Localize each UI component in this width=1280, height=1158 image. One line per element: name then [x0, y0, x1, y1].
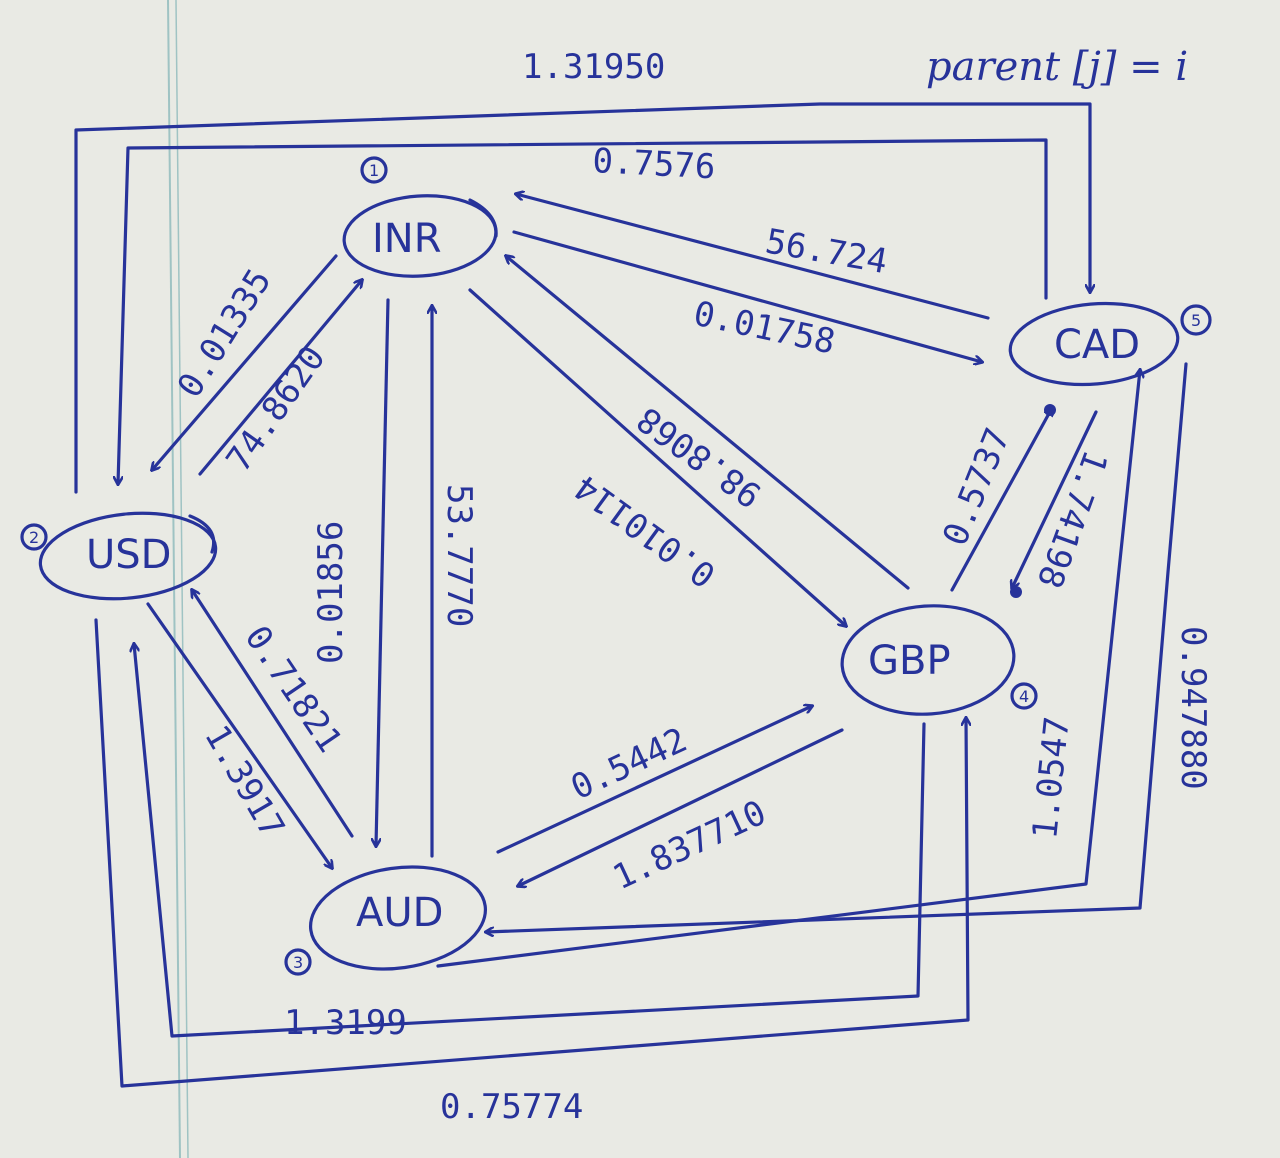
edge-inr-to-aud: 0.01856	[311, 298, 390, 846]
edge-label-usd-to-cad: 1.31950	[522, 47, 665, 87]
node-index-inr: 1	[369, 161, 379, 180]
node-label-gbp: GBP	[868, 638, 951, 684]
node-cad: CAD 5	[1008, 301, 1212, 387]
edge-usd-to-cad: 1.31950	[74, 47, 1090, 494]
edge-usd-to-gbp: 0.75774	[94, 618, 968, 1127]
node-usd: USD 2	[20, 511, 218, 601]
edge-label-aud-to-inr: 53.7770	[439, 484, 479, 627]
node-label-aud: AUD	[356, 890, 443, 936]
node-index-usd: 2	[29, 528, 39, 547]
edge-gbp-to-usd: 1.3199	[134, 644, 926, 1043]
node-label-usd: USD	[86, 532, 171, 578]
edge-label-cad-to-usd: 0.7576	[592, 141, 717, 187]
node-label-inr: INR	[372, 216, 442, 262]
node-gbp: GBP 4	[840, 604, 1038, 716]
edge-cad-to-aud: 0.947880	[486, 362, 1213, 932]
edge-cad-to-usd: 0.7576	[118, 138, 1048, 484]
node-aud: AUD 3	[284, 865, 488, 976]
margin-line	[175, 0, 189, 1158]
edge-label-cad-to-aud: 0.947880	[1173, 626, 1213, 790]
edge-aud-to-inr: 53.7770	[432, 306, 479, 858]
node-index-gbp: 4	[1019, 687, 1029, 706]
edge-label-gbp-to-usd: 1.3199	[284, 1003, 407, 1043]
margin-line	[167, 0, 181, 1158]
node-index-cad: 5	[1191, 311, 1201, 330]
node-index-aud: 3	[293, 953, 303, 972]
edge-label-inr-to-aud: 0.01856	[311, 521, 351, 664]
parent-note: parent [j] = i	[926, 44, 1188, 90]
edge-label-usd-to-gbp: 0.75774	[440, 1087, 583, 1127]
node-inr: INR 1	[342, 156, 498, 278]
node-label-cad: CAD	[1054, 322, 1140, 368]
